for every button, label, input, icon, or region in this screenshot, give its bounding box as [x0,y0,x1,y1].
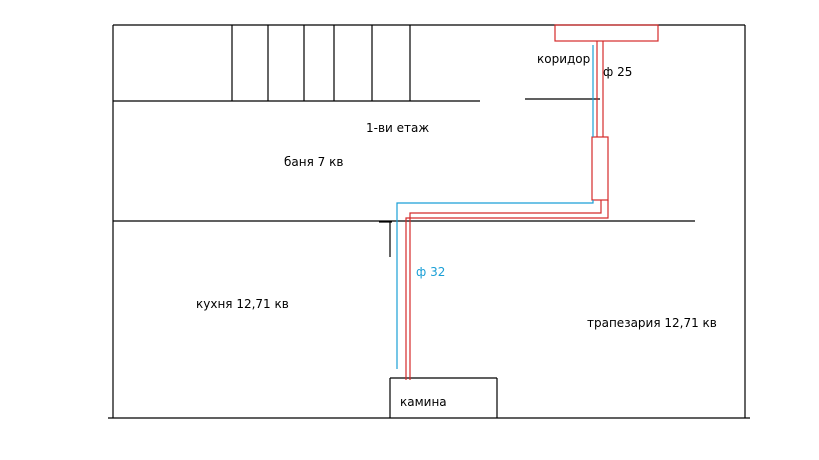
floor-label: 1-ви етаж [366,121,430,135]
hot-pipe-segment [409,200,602,380]
kitchen-label: кухня 12,71 кв [196,297,289,311]
pipe-32-label: ф 32 [416,265,446,279]
corridor-label: коридор [537,52,591,66]
dining-label: трапезария 12,71 кв [587,316,717,330]
bathroom-label: баня 7 кв [284,155,344,169]
walls [108,24,750,419]
hot-pipe [405,24,659,380]
pipe-25-label: ф 25 [603,65,633,79]
boiler-box [554,24,659,42]
cold-pipe [396,45,594,369]
hot-pipe-segment [405,200,609,380]
hot-pipe-box [591,136,609,201]
cold-pipe-segment [396,200,594,369]
fireplace-label: камина [400,395,447,409]
